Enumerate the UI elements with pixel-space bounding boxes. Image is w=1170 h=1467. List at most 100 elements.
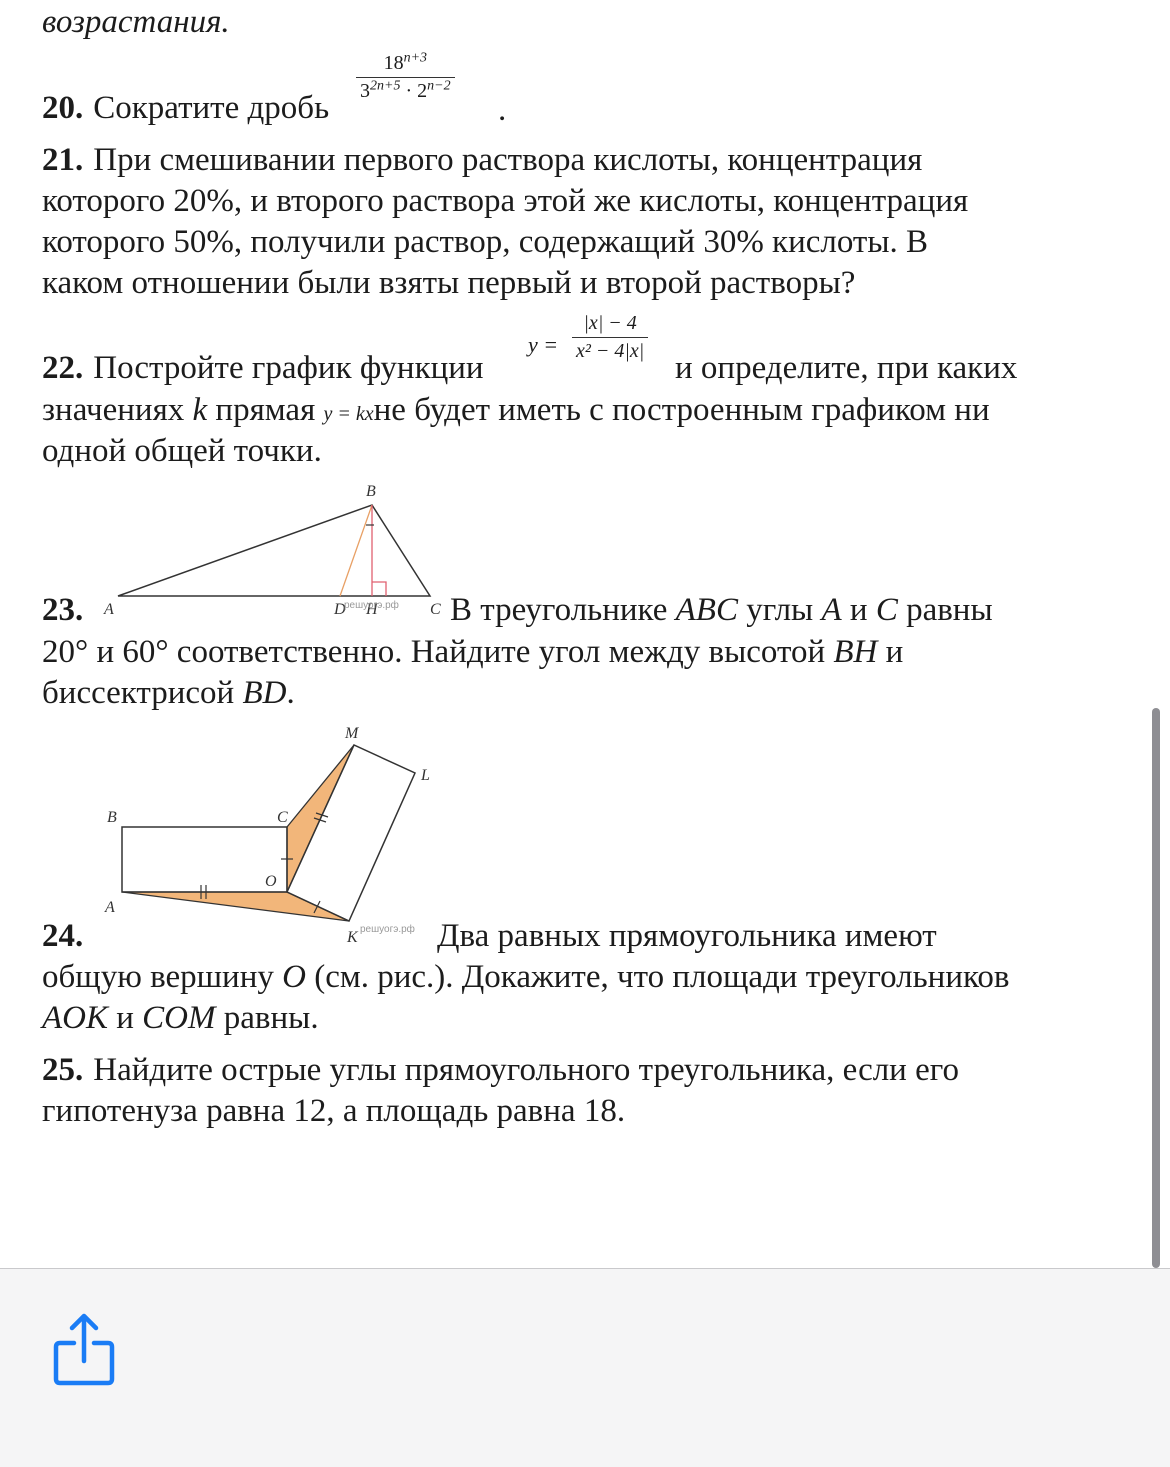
problem-23-line-3: биссектрисой BD. bbox=[42, 673, 295, 713]
rectangle-abco bbox=[121, 826, 288, 893]
fraction-bar bbox=[356, 77, 455, 78]
label-a: A bbox=[104, 899, 115, 916]
rectangles-figure: B C O M L A K решуогэ.рф bbox=[104, 725, 430, 946]
triangle-abc bbox=[117, 504, 432, 597]
bisector-bd bbox=[339, 504, 373, 597]
problem-text: Постройте график функции bbox=[93, 350, 484, 386]
text: углы bbox=[746, 592, 814, 628]
formula-y-kx: y = kx bbox=[323, 403, 374, 425]
frac-den: x² − 4|x| bbox=[576, 340, 645, 362]
frac-num: |x| − 4 bbox=[583, 312, 637, 334]
var-aok: AOK bbox=[42, 1000, 108, 1036]
var-k: k bbox=[192, 392, 208, 428]
frac-num-base: 18 bbox=[383, 52, 404, 74]
problem-23: В треугольнике ABC углы A и C равны bbox=[450, 590, 993, 630]
text: и bbox=[849, 592, 868, 628]
text: прямая bbox=[215, 392, 316, 428]
label-d: D bbox=[333, 601, 346, 618]
problem-24-number: 24. bbox=[42, 916, 93, 956]
frac-den-b-exp: n−2 bbox=[427, 78, 451, 94]
frac-den-a-exp: 2n+5 bbox=[370, 78, 401, 94]
label-m: M bbox=[344, 725, 360, 742]
problem-number: 20. bbox=[42, 90, 84, 126]
document-page: возрастания. 18n+3 32n+5 · 2n−2 20.Сокра… bbox=[42, 4, 1018, 1129]
tick-mark bbox=[313, 900, 321, 914]
right-angle-mark bbox=[372, 581, 387, 596]
text: биссектрисой bbox=[42, 675, 235, 711]
text: не будет иметь с построенным графиком ни bbox=[373, 392, 990, 428]
problem-22-continued: и определите, при каких bbox=[675, 350, 1018, 386]
text: В треугольнике bbox=[450, 592, 668, 628]
triangle-aok bbox=[121, 891, 350, 922]
problem-25-line-2: гипотенуза равна 12, а площадь равна 18. bbox=[42, 1093, 626, 1129]
problem-number: 24. bbox=[42, 918, 84, 954]
label-b: B bbox=[107, 809, 117, 826]
fraction-20: 18n+3 32n+5 · 2n−2 bbox=[356, 50, 455, 103]
problem-21-line-2: которого 20%, и второго раствора этой же… bbox=[42, 183, 969, 219]
problem-23-number: 23. bbox=[42, 590, 93, 630]
problem-21-line-4: каком отношении были взяты первый и втор… bbox=[42, 265, 856, 301]
problem-text: Сократите дробь bbox=[93, 90, 330, 126]
fraction-22: |x| − 4 x² − 4|x| bbox=[572, 312, 649, 363]
tick-mark bbox=[313, 817, 327, 823]
problem-24: Два равных прямоугольника имеют bbox=[437, 918, 937, 954]
vertical-scrollbar[interactable] bbox=[1152, 708, 1160, 1268]
var-com: COM bbox=[142, 1000, 216, 1036]
text: и bbox=[116, 1000, 134, 1036]
text: равны bbox=[906, 592, 993, 628]
label-c: C bbox=[430, 601, 441, 618]
watermark: решуогэ.рф bbox=[360, 923, 415, 935]
problem-22-line-3: одной общей точки. bbox=[42, 433, 322, 469]
var-bd: BD bbox=[242, 675, 287, 711]
text: общую вершину bbox=[42, 959, 274, 995]
label-a: A bbox=[103, 601, 114, 618]
frac-num-exp: n+3 bbox=[403, 50, 428, 66]
text: равны. bbox=[223, 1000, 319, 1036]
var-abc: ABC bbox=[675, 592, 738, 628]
text: значениях bbox=[42, 392, 185, 428]
label-o: O bbox=[265, 873, 277, 890]
var-o: O bbox=[282, 959, 306, 995]
label-h: H bbox=[365, 601, 379, 618]
problem-24-line-2: общую вершину O (см. рис.). Докажите, чт… bbox=[42, 957, 1009, 997]
triangle-figure: B A D H C решуогэ.рф bbox=[103, 483, 441, 618]
problem-number: 21. bbox=[42, 142, 84, 178]
frac-den-a: 3 bbox=[360, 80, 370, 102]
problem-number: 25. bbox=[42, 1052, 84, 1088]
var-a: A bbox=[821, 592, 842, 628]
problem-23-line-2: 20° и 60° соответственно. Найдите угол м… bbox=[42, 632, 903, 672]
problem-21: 21.При смешивании первого раствора кисло… bbox=[42, 140, 922, 180]
bottom-toolbar bbox=[0, 1268, 1170, 1467]
label-b: B bbox=[366, 483, 376, 500]
var-c: C bbox=[875, 592, 898, 628]
problem-22: 22.Постройте график функции bbox=[42, 348, 484, 388]
problem-number: 22. bbox=[42, 350, 84, 386]
label-k: K bbox=[346, 929, 359, 946]
problem-20-end: . bbox=[498, 92, 507, 128]
fraction-bar bbox=[572, 337, 649, 338]
share-icon bbox=[53, 1313, 115, 1386]
frac-den-b: 2 bbox=[417, 80, 428, 102]
label-c: C bbox=[277, 809, 288, 826]
watermark: решуогэ.рф bbox=[344, 599, 399, 611]
label-l: L bbox=[420, 767, 430, 784]
problem-24-line-3: AOK и COM равны. bbox=[42, 998, 319, 1038]
problem-22-line-2: значениях k прямая y = kxне будет иметь … bbox=[42, 390, 990, 434]
problem-text: Найдите острые углы прямоугольного треуг… bbox=[93, 1052, 959, 1088]
problem-21-line-3: которого 50%, получили раствор, содержащ… bbox=[42, 224, 929, 260]
var-bh: BH bbox=[833, 634, 878, 670]
problem-text: При смешивании первого раствора кислоты,… bbox=[93, 142, 923, 178]
problem-number: 23. bbox=[42, 592, 84, 628]
tick-mark bbox=[315, 812, 329, 818]
share-button[interactable] bbox=[52, 1311, 116, 1391]
text: 20° и 60° соответственно. Найдите угол м… bbox=[42, 634, 826, 670]
text-fragment: возрастания. bbox=[42, 4, 230, 40]
text: (см. рис.). Докажите, что площади треуго… bbox=[314, 959, 1010, 995]
frac-den-dot: · bbox=[400, 80, 418, 102]
text: и bbox=[885, 634, 904, 670]
problem-20: 20.Сократите дробь bbox=[42, 88, 329, 128]
text: . bbox=[286, 675, 295, 711]
problem-25: 25.Найдите острые углы прямоугольного тр… bbox=[42, 1050, 959, 1090]
y-equals: y = bbox=[528, 332, 559, 357]
rectangle-omlk bbox=[286, 744, 416, 923]
